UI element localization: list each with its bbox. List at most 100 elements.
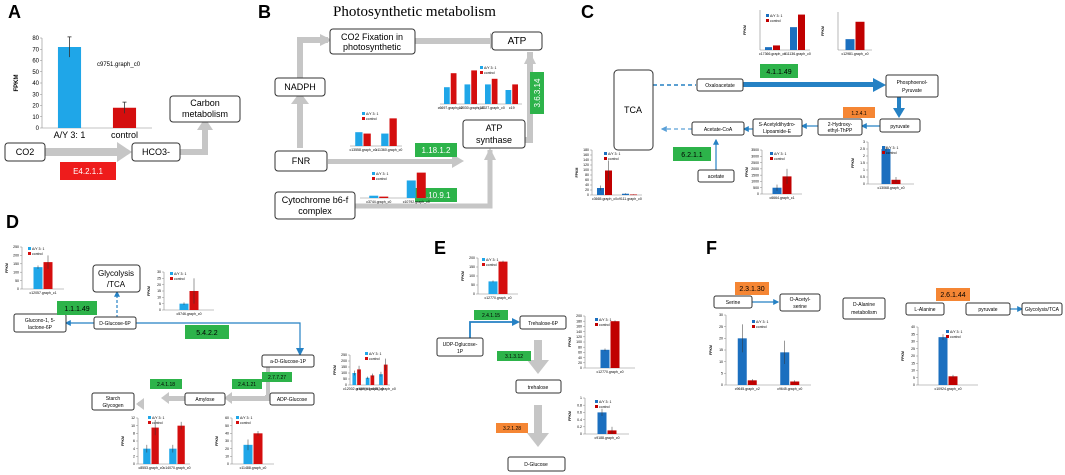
svg-text:ethyl-ThPP: ethyl-ThPP: [828, 128, 853, 134]
chart-legend-label: A/Y 3: 1: [376, 172, 388, 176]
chart-y-tick-label: 0: [863, 182, 865, 186]
chart-legend-swatch: [882, 151, 885, 154]
chart-y-tick-label: 40: [225, 432, 229, 436]
chart-x-tick-label: c12770.graph_c0: [596, 370, 623, 374]
chart-y-tick-label: 50: [225, 424, 229, 428]
chart-legend-swatch: [362, 117, 365, 120]
node-d-alanine: D-Alanine metabolism: [842, 297, 886, 320]
chart-x-tick-label: c10924.graph_c0: [934, 387, 961, 391]
svg-text:ATP: ATP: [508, 36, 527, 47]
chart-x-tick-label: c9645.graph_c0: [777, 387, 802, 391]
node-udp-glucose: UDP-Dglucose- 1P: [436, 337, 484, 357]
svg-text:FNR: FNR: [292, 156, 311, 166]
svg-text:synthase: synthase: [476, 135, 512, 145]
chart-legend-label: A/Y 3: 1: [366, 112, 378, 116]
svg-text:6.2.1.1: 6.2.1.1: [681, 152, 703, 159]
chart-bar: [357, 369, 361, 385]
chart-x-tick-label: c12057.graph_c1: [29, 291, 56, 295]
chart-y-tick-label: 10: [911, 369, 915, 373]
node-a-d-glucose-1p: a-D-Glucose-1P: [261, 354, 315, 368]
chart-bar: [169, 448, 177, 464]
chart-y-tick-label: 80: [578, 345, 582, 349]
chart-x-tick-label: c13068.graph_c0: [877, 186, 904, 190]
chart-bar: [355, 132, 363, 146]
chart-y-tick-label: 0: [345, 383, 347, 387]
svg-text:1.1.1.49: 1.1.1.49: [64, 306, 89, 313]
chart-y-tick-label: 40: [585, 183, 589, 187]
svg-text:Glucono-1, 5-: Glucono-1, 5-: [25, 318, 56, 324]
chart-y-tick-label: 20: [585, 188, 589, 192]
chart-y-tick-label: 15: [911, 361, 915, 365]
chart-x-tick-label: c8553.graph_c0: [138, 466, 163, 470]
chart-y-label: FPKM: [901, 351, 905, 361]
svg-text:acetate: acetate: [708, 174, 725, 180]
chart-legend-label: control: [599, 323, 610, 327]
chart-legend-swatch: [882, 146, 885, 149]
chart-y-label: FPKM: [333, 365, 337, 375]
chart-y-tick-label: 0.8: [577, 403, 582, 407]
svg-text:Carbon: Carbon: [190, 98, 220, 108]
chart-x-tick-label: c11360.graph_c0: [376, 148, 403, 152]
node-trehalose: trehalose: [515, 379, 562, 394]
svg-text:Serine: Serine: [726, 300, 741, 306]
chart-legend-label: A/Y 3: 1: [240, 416, 252, 420]
chart-x-tick-label: c12027.graph_c0: [478, 106, 505, 110]
svg-text:serine: serine: [793, 304, 807, 310]
chart-bar: [57, 47, 82, 128]
svg-text:Amylose: Amylose: [195, 397, 214, 403]
chart-y-tick-label: 80: [585, 173, 589, 177]
chart-y-tick-label: 0: [133, 462, 135, 466]
chart-e2: 020406080100120140160180200FPKMc12770.gr…: [568, 314, 635, 374]
svg-text:pyruvate: pyruvate: [890, 124, 909, 130]
svg-text:1.18.1.2: 1.18.1.2: [422, 146, 451, 155]
chart-y-tick-label: 4: [133, 447, 135, 451]
svg-text:2.6.1.44: 2.6.1.44: [940, 292, 965, 299]
node-trehalose-6p: Trehalose-6P: [519, 315, 567, 330]
chart-y-tick-label: 20: [225, 447, 229, 451]
svg-text:photosynthetic: photosynthetic: [343, 42, 402, 52]
node-carbon-metabolism: Carbon metabolism: [169, 95, 241, 123]
chart-y-tick-label: 40: [911, 325, 915, 329]
svg-text:NADPH: NADPH: [284, 82, 316, 92]
chart-legend-label: A/Y 3: 1: [174, 272, 186, 276]
chart-y-tick-label: 50: [343, 377, 347, 381]
ec-label-a: E4.2.1.1: [60, 162, 116, 180]
svg-text:5.4.2.2: 5.4.2.2: [196, 330, 218, 337]
chart-legend-label: control: [886, 151, 897, 155]
chart-bar: [798, 14, 805, 51]
chart-y-tick-label: 20: [157, 283, 161, 287]
chart-y-tick-label: 30: [911, 340, 915, 344]
chart-legend-swatch: [482, 258, 485, 261]
svg-text:D-Glucose-6P: D-Glucose-6P: [99, 321, 131, 327]
svg-text:2.7.7.27: 2.7.7.27: [268, 375, 286, 381]
chart-legend-label: A/Y 3: 1: [152, 416, 164, 420]
svg-text:ADP-Glucose: ADP-Glucose: [277, 397, 308, 403]
chart-y-tick-label: 60: [585, 178, 589, 182]
ec-label-e3: 3.2.1.28: [496, 423, 528, 433]
node-acetate: acetate: [697, 169, 735, 183]
svg-text:D-Alanine: D-Alanine: [853, 302, 875, 308]
svg-text:Glycogen: Glycogen: [102, 403, 123, 409]
chart-y-tick-label: 120: [583, 163, 589, 167]
chart-bar: [243, 444, 253, 464]
node-fnr: FNR: [274, 150, 328, 172]
chart-bar: [790, 27, 797, 50]
chart-x-tick-label: c12770.graph_c0: [484, 296, 511, 300]
chart-bar: [747, 380, 757, 385]
chart-x-tick-label: c13558.graph_c0: [349, 148, 376, 152]
chart-bar: [143, 448, 151, 464]
node-acetyldihydrolipoamide: S-Acetyldihydro- Lipoamide-E: [752, 118, 803, 137]
node-amylose: Amylose: [184, 392, 226, 406]
chart-bar: [597, 412, 607, 434]
chart-y-tick-label: 0: [587, 193, 589, 197]
chart-y-tick-label: 20: [719, 337, 723, 341]
chart-y-tick-label: 150: [469, 265, 475, 269]
node-glycolysis-f: Glycolysis/TCA: [1021, 302, 1063, 316]
node-cytochrome: Cytochrome b6-f complex: [274, 191, 356, 220]
chart-legend-swatch: [595, 323, 598, 326]
chart-legend-label: control: [484, 71, 495, 75]
chart-y-tick-label: 1: [863, 168, 865, 172]
